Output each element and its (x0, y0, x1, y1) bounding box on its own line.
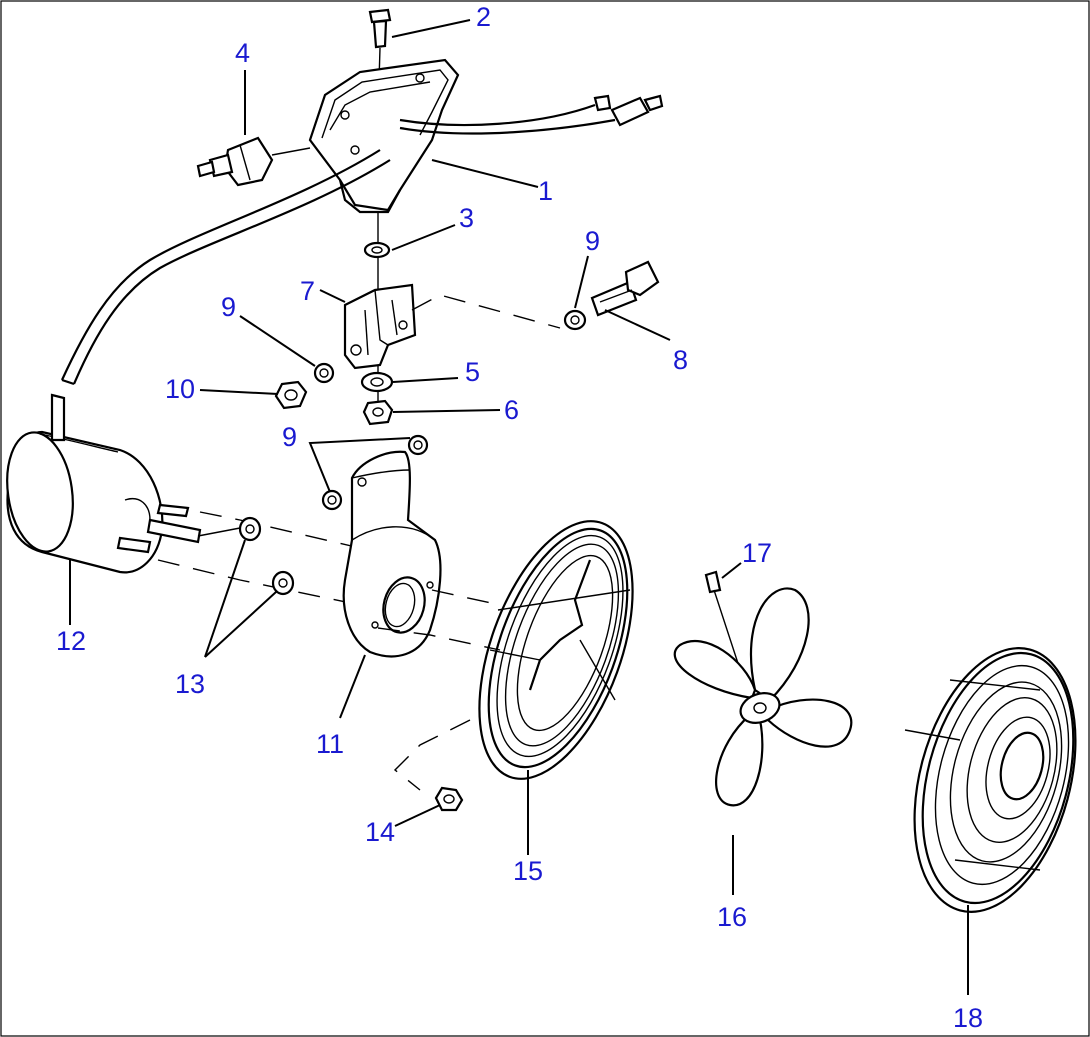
washer-part-3 (363, 241, 391, 259)
switch-housing-part-1 (308, 58, 664, 214)
bolt-part-8 (590, 260, 660, 317)
callout-5: 5 (465, 357, 480, 387)
callout-6: 6 (504, 395, 519, 425)
nut-part-10 (274, 380, 308, 410)
callout-14: 14 (365, 817, 395, 847)
motor-mount-arm-part-11 (342, 450, 442, 658)
fan-motor-part-12 (6, 393, 241, 574)
lock-washers-part-13 (238, 516, 295, 596)
fan-blade-part-16 (673, 587, 853, 807)
callout-15: 15 (513, 856, 543, 886)
front-fan-guard-part-18 (904, 647, 1077, 913)
callout-18: 18 (953, 1003, 983, 1033)
lock-washers-part-9-middle (321, 434, 429, 511)
motor-cable (61, 149, 391, 386)
leader-lines (69, 19, 969, 995)
callout-7: 7 (300, 276, 315, 306)
callout-3: 3 (459, 203, 474, 233)
callout-16: 16 (717, 902, 747, 932)
lock-washer-part-9-right (563, 309, 587, 331)
callout-4: 4 (235, 38, 250, 68)
callout-labels: 1 2 3 4 5 6 7 8 9 9 9 10 11 12 13 14 15 … (56, 2, 983, 1033)
callout-9-right: 9 (585, 226, 600, 256)
callout-9-middle: 9 (282, 422, 297, 452)
callout-17: 17 (742, 538, 772, 568)
nut-part-14 (434, 786, 464, 812)
callout-8: 8 (673, 345, 688, 375)
callout-10: 10 (165, 374, 195, 404)
callout-1: 1 (538, 176, 553, 206)
bracket-part-7 (343, 283, 417, 370)
callout-9-left: 9 (221, 292, 236, 322)
lock-washer-part-9-left (313, 362, 335, 384)
callout-11: 11 (316, 729, 344, 759)
callout-2: 2 (476, 2, 491, 32)
nut-part-6 (362, 399, 394, 426)
callout-12: 12 (56, 626, 86, 656)
rear-fan-guard-part-15 (478, 520, 634, 780)
washer-part-5 (360, 371, 394, 393)
toggle-switch-part-4 (196, 136, 311, 187)
callout-13: 13 (175, 669, 205, 699)
